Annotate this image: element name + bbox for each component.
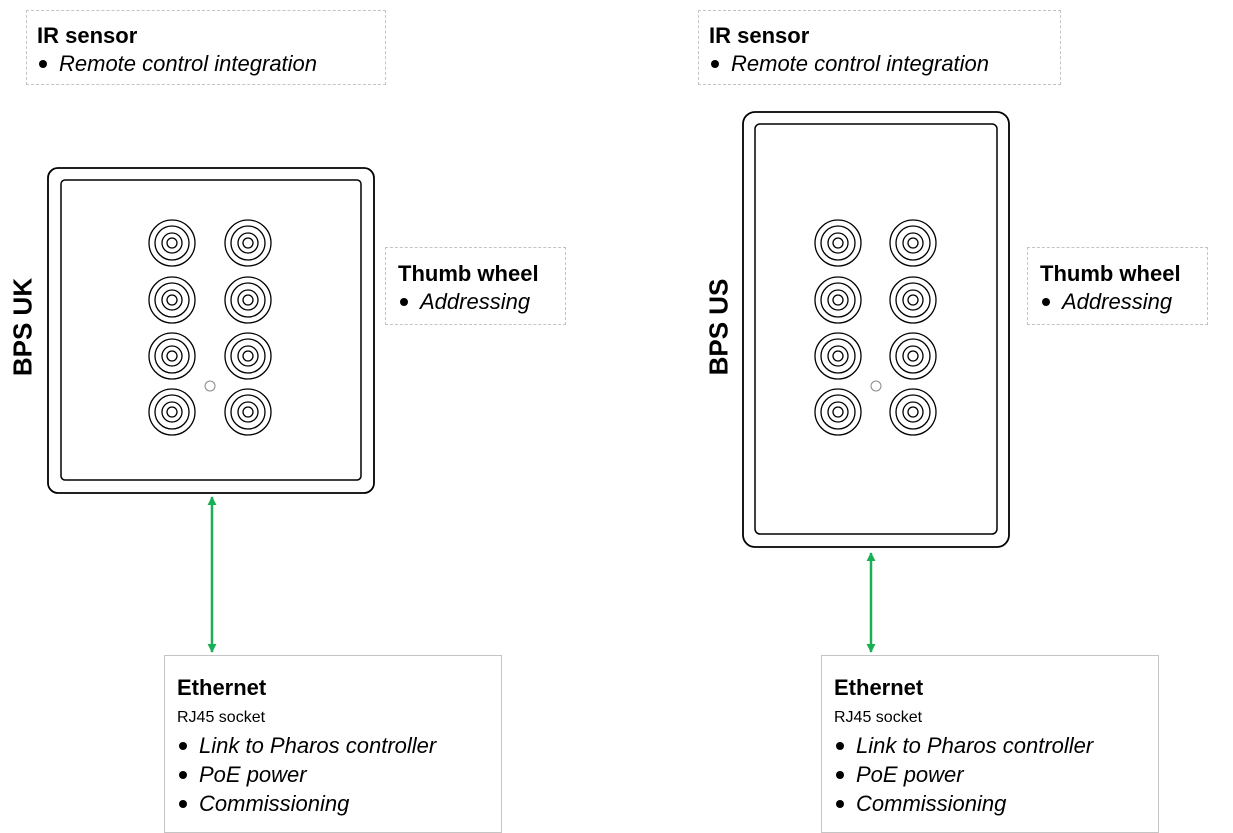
callout-title: Ethernet [177,675,267,700]
callout-title: Ethernet [834,675,924,700]
thumb-wheel-callout: Thumb wheel Addressing [1027,247,1208,325]
ir-sensor-callout: IR sensor Remote control integration [26,10,386,85]
ir-window-icon [204,380,216,392]
callout-list: Addressing [398,287,565,316]
bps-us-device [742,111,1010,548]
ir-sensor-callout: IR sensor Remote control integration [698,10,1061,85]
callout-subtitle: RJ45 socket [177,709,266,726]
callout-title: Thumb wheel [1040,261,1181,286]
ir-window-icon [870,380,882,392]
list-item: PoE power [834,760,1158,789]
list-item: Commissioning [834,789,1158,818]
list-item: PoE power [177,760,501,789]
device-label-bps-us: BPS US [703,278,734,376]
list-item: Addressing [398,287,565,316]
callout-list: Link to Pharos controller PoE power Comm… [834,731,1158,818]
ethernet-callout: Ethernet RJ45 socket Link to Pharos cont… [821,655,1159,833]
list-item: Link to Pharos controller [177,731,501,760]
ethernet-callout: Ethernet RJ45 socket Link to Pharos cont… [164,655,502,833]
list-item: Addressing [1040,287,1207,316]
list-item: Commissioning [177,789,501,818]
callout-title: Thumb wheel [398,261,539,286]
callout-list: Link to Pharos controller PoE power Comm… [177,731,501,818]
callout-subtitle: RJ45 socket [834,709,923,726]
bps-uk-device [47,167,375,494]
callout-title: IR sensor [709,23,810,48]
list-item: Link to Pharos controller [834,731,1158,760]
thumb-wheel-callout: Thumb wheel Addressing [385,247,566,325]
list-item: Remote control integration [709,49,1060,78]
callout-list: Remote control integration [37,49,385,78]
callout-list: Remote control integration [709,49,1060,78]
callout-title: IR sensor [37,23,138,48]
callout-list: Addressing [1040,287,1207,316]
list-item: Remote control integration [37,49,385,78]
device-label-bps-uk: BPS UK [7,277,38,377]
